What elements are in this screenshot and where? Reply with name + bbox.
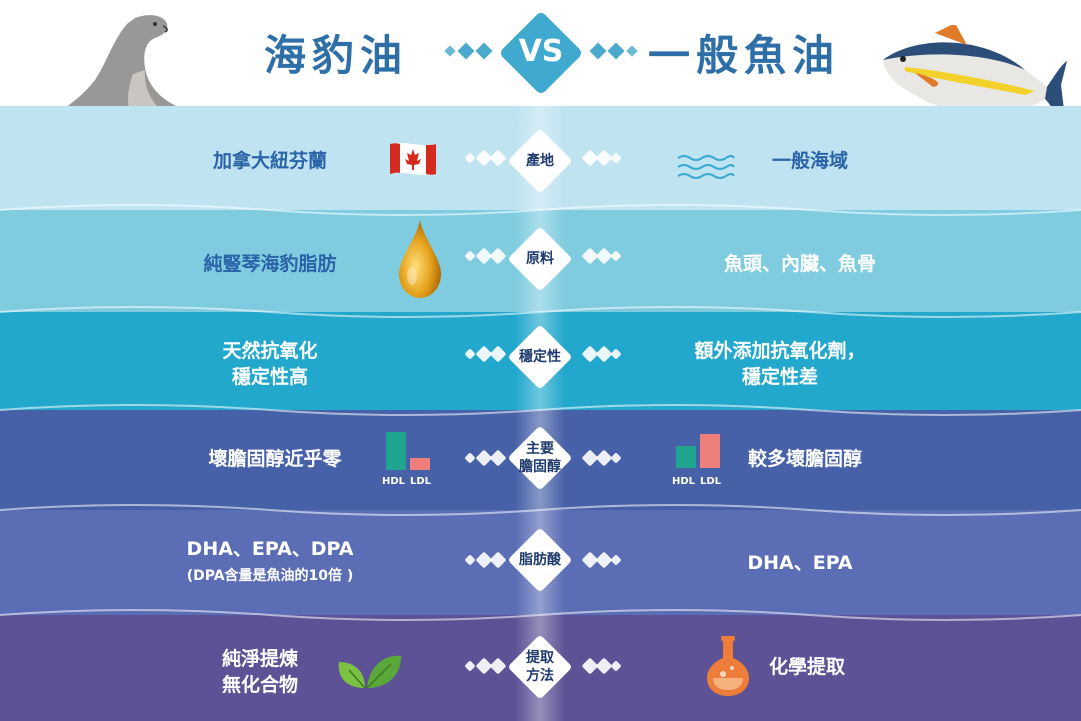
- cholesterol-bar-chart-icon: HDL LDL: [382, 430, 436, 492]
- badge-fatty-acid: 脂肪酸: [490, 527, 590, 593]
- hdl-bar-right: [676, 446, 696, 468]
- extraction-right-text: 化學提取: [768, 656, 845, 678]
- stability-left-line2: 穩定性高: [231, 366, 308, 388]
- category-cholesterol: 主要 膽固醇: [519, 440, 561, 476]
- extraction-left-line2: 無化合物: [221, 674, 298, 696]
- cholesterol-bar-chart-icon-right: HDL LDL: [672, 434, 726, 494]
- category-cholesterol-line2: 膽固醇: [519, 459, 561, 475]
- right-title: 一般魚油: [648, 31, 841, 80]
- cholesterol-left-text: 壞膽固醇近乎零: [208, 448, 342, 470]
- stability-right-line1: 額外添加抗氧化劑，: [694, 340, 866, 362]
- category-extraction-line1: 提取: [526, 650, 554, 666]
- category-extraction: 提取 方法: [526, 649, 554, 685]
- sea-waves-icon: [677, 155, 735, 179]
- hdl-label-right: HDL: [672, 476, 696, 487]
- flask-icon: [707, 636, 749, 696]
- category-cholesterol-line1: 主要: [526, 441, 554, 457]
- vs-label: VS: [518, 34, 564, 69]
- material-left-text: 純豎琴海豹脂肪: [203, 253, 337, 275]
- material-right-text: 魚頭、內臟、魚骨: [723, 253, 876, 275]
- category-extraction-line2: 方法: [526, 668, 554, 684]
- ldl-label-right: LDL: [700, 476, 722, 487]
- cholesterol-right-text: 較多壞膽固醇: [747, 448, 862, 470]
- badge-origin: 產地: [490, 128, 590, 194]
- badge-material: 原料: [490, 226, 590, 292]
- origin-right-text: 一般海域: [771, 150, 848, 172]
- hdl-bar: [386, 432, 406, 470]
- header: 海豹油 VS 一般魚油: [0, 0, 1081, 135]
- category-origin: 產地: [526, 153, 554, 169]
- fish-illustration: [883, 25, 1067, 135]
- oil-drop-icon: [399, 220, 441, 298]
- category-fatty-acid: 脂肪酸: [519, 552, 561, 568]
- extraction-left-line1: 純淨提煉: [221, 648, 298, 670]
- stability-right-line2: 穩定性差: [741, 366, 818, 388]
- fatty-acid-right-text: DHA、EPA: [747, 552, 853, 574]
- stability-left-line1: 天然抗氧化: [222, 340, 318, 362]
- badge-stability: 穩定性: [490, 324, 590, 390]
- ldl-bar-right: [700, 434, 720, 468]
- category-stability: 穩定性: [519, 349, 561, 365]
- canada-flag-icon: [390, 142, 436, 176]
- hdl-label: HDL: [382, 476, 406, 487]
- badge-cholesterol: 主要 膽固醇: [490, 425, 590, 491]
- origin-left-text: 加拿大紐芬蘭: [212, 150, 327, 172]
- left-title: 海豹油: [264, 31, 409, 80]
- badge-extraction: 提取 方法: [490, 634, 590, 700]
- fatty-acid-left-line2: (DPA含量是魚油的10倍 ): [186, 568, 354, 584]
- vs-badge: VS: [498, 10, 584, 96]
- category-material: 原料: [526, 251, 554, 267]
- ldl-label: LDL: [410, 476, 432, 487]
- fatty-acid-left-line1: DHA、EPA、DPA: [186, 538, 354, 560]
- leaf-icon: [338, 655, 401, 689]
- ldl-bar: [410, 458, 430, 470]
